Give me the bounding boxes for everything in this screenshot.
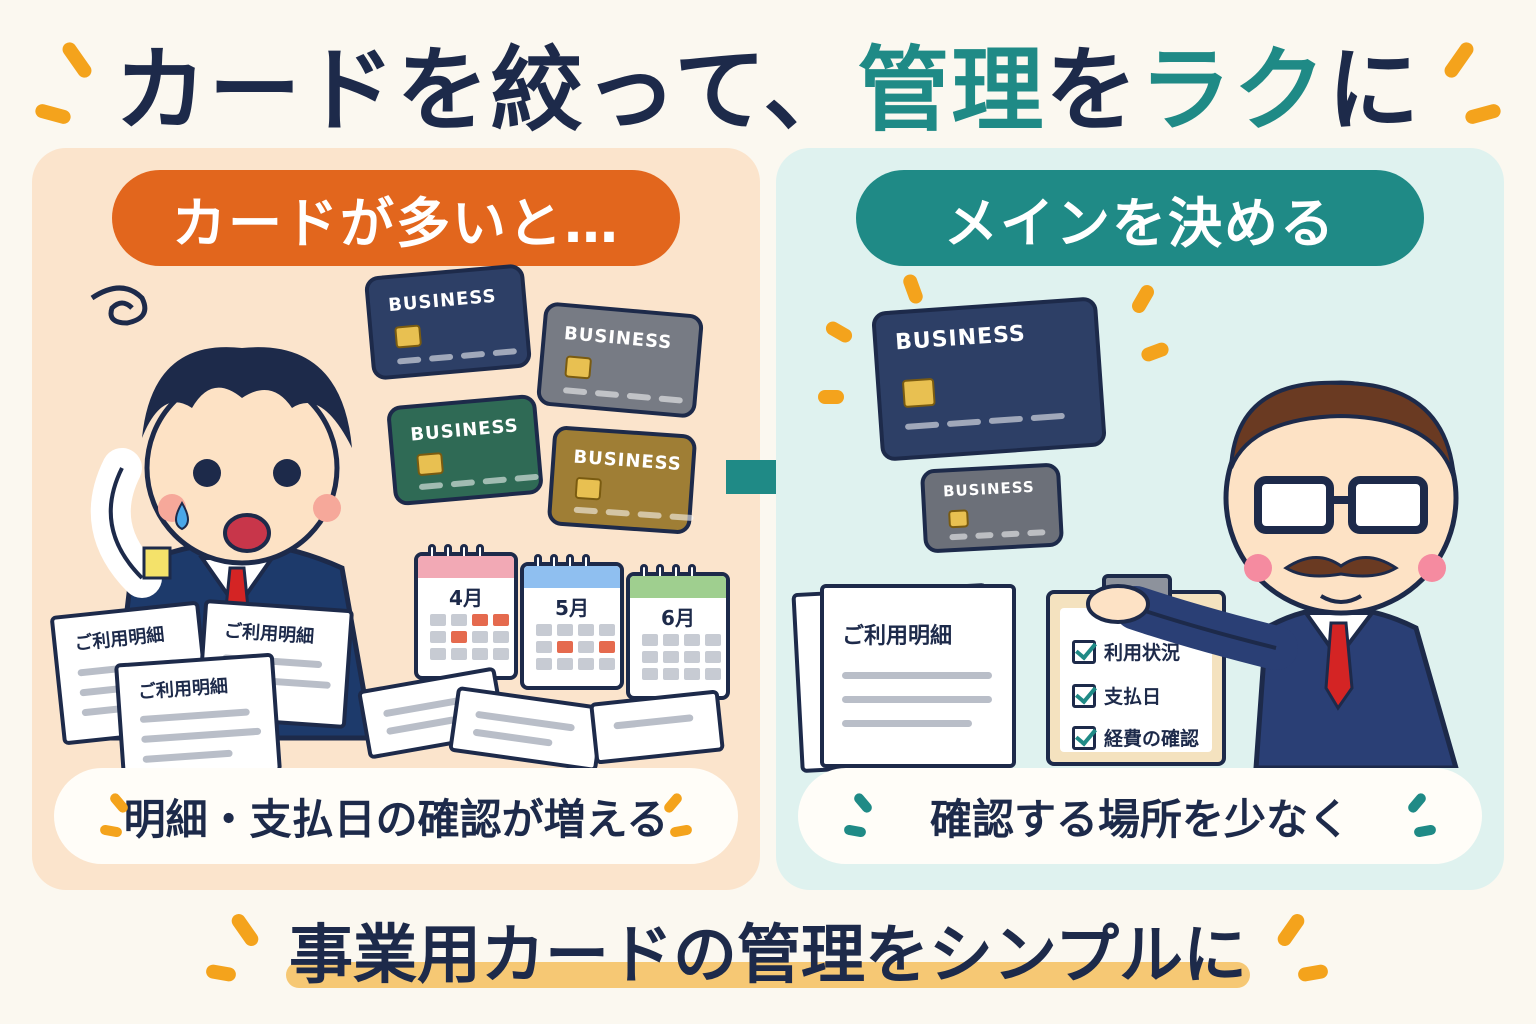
left-footer-text: 明細・支払日の確認が増える: [123, 794, 669, 844]
calendar-month: 5月: [555, 596, 589, 620]
checklist-label: 経費の確認: [1104, 728, 1200, 750]
checklist-item: 経費の確認: [1072, 724, 1199, 751]
page-title: カードを絞って、管理をラクに: [0, 22, 1536, 144]
card-label: BUSINESS: [942, 477, 1036, 501]
card-label: BUSINESS: [894, 321, 1027, 356]
statement-title: ご利用明細: [842, 624, 953, 649]
card-chip-icon: [416, 452, 445, 477]
calendar-month: 4月: [449, 586, 483, 610]
title-part-5: に: [1327, 36, 1422, 144]
title-part-2: 管理: [857, 36, 1046, 144]
calendar-icon: 5月: [520, 554, 624, 690]
right-panel: メインを決める BUSINESS BUSINESS ご利用明細 利用状況 支払日…: [776, 148, 1504, 890]
left-footer: 明細・支払日の確認が増える: [54, 768, 738, 864]
checkbox-checked-icon: [1072, 639, 1096, 664]
confident-businessman-illustration: [1086, 380, 1459, 768]
checklist-label: 支払日: [1104, 686, 1162, 708]
left-panel: カードが多いと… BUSINESS BUSINESS BU: [32, 148, 760, 890]
business-card: BUSINESS: [535, 301, 705, 419]
title-part-1: カードを絞って、: [114, 36, 858, 144]
title-part-4: ラク: [1139, 36, 1328, 144]
card-chip-icon: [564, 355, 593, 380]
sub-business-card: BUSINESS: [919, 462, 1065, 554]
business-card: BUSINESS: [363, 263, 533, 381]
checklist-label: 利用状況: [1104, 642, 1181, 664]
right-heading: メインを決める: [856, 170, 1424, 266]
right-footer: 確認する場所を少なく: [798, 768, 1482, 864]
checkbox-checked-icon: [1072, 725, 1096, 750]
statement-title: ご利用明細: [223, 620, 315, 648]
loose-paper: [589, 689, 725, 765]
card-label: BUSINESS: [409, 415, 520, 446]
calendar-icon: 4月: [414, 544, 518, 680]
statement-sheet: ご利用明細: [820, 584, 1016, 768]
right-footer-text: 確認する場所を少なく: [929, 794, 1350, 844]
statement-title: ご利用明細: [137, 675, 229, 704]
checkbox-checked-icon: [1072, 683, 1096, 708]
business-card: BUSINESS: [385, 393, 545, 507]
statement-title: ご利用明細: [73, 624, 166, 655]
bottom-caption: 事業用カードの管理をシンプルに: [288, 919, 1248, 993]
statement-sheet: ご利用明細: [114, 652, 282, 784]
card-label: BUSINESS: [572, 446, 683, 476]
loose-paper: [448, 685, 606, 773]
checklist-item: 利用状況: [1072, 638, 1180, 665]
business-card: BUSINESS: [546, 425, 698, 535]
checklist-item: 支払日: [1072, 682, 1161, 709]
calendar-month: 6月: [661, 606, 695, 630]
card-chip-icon: [394, 324, 423, 349]
left-heading: カードが多いと…: [112, 170, 680, 266]
card-label: BUSINESS: [387, 285, 498, 317]
card-label: BUSINESS: [563, 323, 674, 354]
card-chip-icon: [901, 377, 936, 409]
main-business-card: BUSINESS: [871, 296, 1107, 462]
card-chip-icon: [948, 509, 969, 529]
card-chip-icon: [574, 476, 603, 501]
calendar-icon: 6月: [626, 564, 730, 700]
caption-underline: [286, 962, 1250, 988]
title-part-3: を: [1045, 36, 1140, 144]
